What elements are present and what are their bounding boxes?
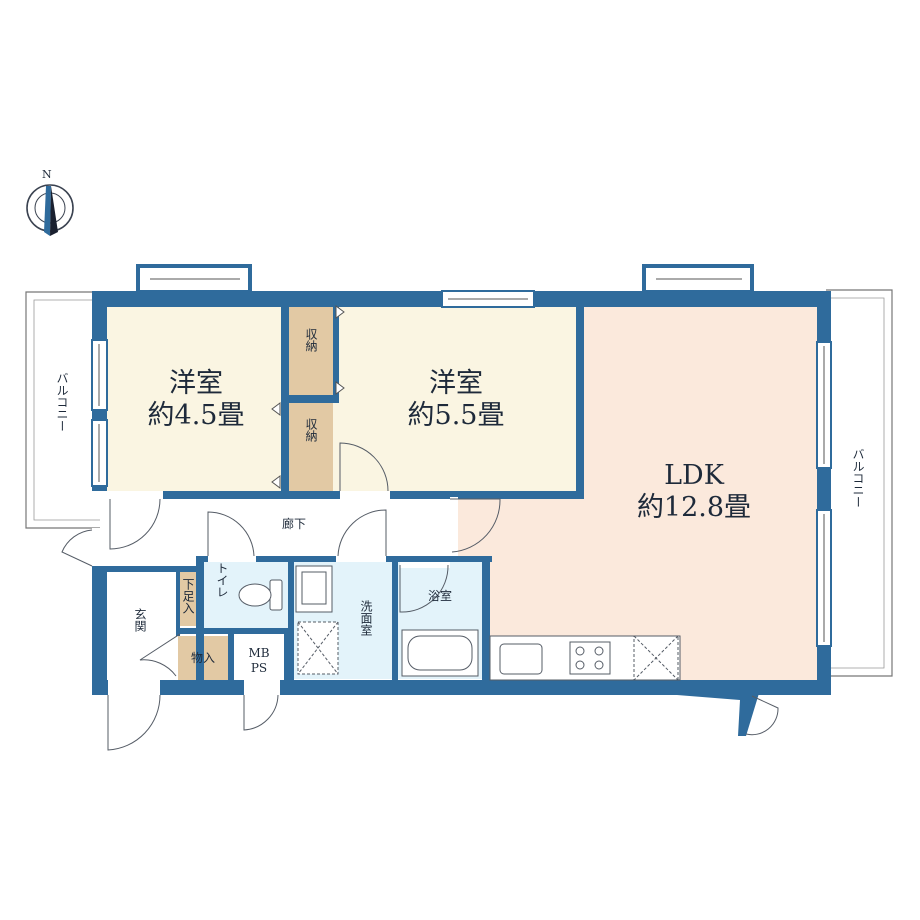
closet-2-floor bbox=[289, 403, 333, 491]
refrigerator-space-icon bbox=[633, 635, 679, 681]
western-room-1-floor bbox=[107, 307, 281, 491]
washroom-label: 洗面室 bbox=[359, 600, 373, 636]
stove-icon bbox=[569, 641, 611, 675]
compass-north-label: N bbox=[42, 168, 52, 181]
bathroom-label: 浴室 bbox=[428, 588, 452, 603]
closet-1-floor bbox=[289, 307, 333, 395]
balcony-right-label: バルコニー bbox=[851, 448, 865, 508]
closet-1-label: 収納 bbox=[304, 328, 318, 352]
ldk-floor bbox=[450, 307, 817, 686]
mbps-label-2: PS bbox=[251, 661, 267, 675]
toilet-fixture-icon bbox=[238, 579, 283, 611]
ldk-size: 約12.8畳 bbox=[637, 492, 751, 523]
kitchen-counter-icon bbox=[489, 635, 681, 681]
ldk-name: LDK bbox=[664, 460, 725, 491]
mbps-floor bbox=[234, 636, 284, 680]
mbps-label-1: MB bbox=[248, 646, 269, 660]
balcony-left-label: バルコニー bbox=[55, 372, 69, 432]
western-room-2-name: 洋室 bbox=[429, 368, 483, 399]
compass-icon: N bbox=[26, 168, 74, 236]
closet-2-label: 収納 bbox=[304, 418, 318, 442]
sink-icon bbox=[295, 565, 333, 613]
balcony-right bbox=[826, 289, 893, 677]
entrance-label: 玄関 bbox=[133, 607, 147, 632]
doors bbox=[61, 305, 779, 751]
toilet-label: トイレ bbox=[215, 562, 229, 598]
washing-machine-area-icon bbox=[297, 621, 339, 675]
hallway-label: 廊下 bbox=[282, 516, 306, 531]
western-room-1-size: 約4.5畳 bbox=[148, 400, 245, 431]
shoe-storage-floor bbox=[178, 572, 198, 626]
shoe-storage-label: 下足入 bbox=[181, 578, 195, 614]
hallway-floor bbox=[107, 499, 450, 556]
western-room-1-name: 洋室 bbox=[169, 368, 223, 399]
balcony-left bbox=[25, 291, 100, 529]
bathtub-icon bbox=[401, 629, 479, 677]
western-room-2-size: 約5.5畳 bbox=[408, 400, 505, 431]
storage-label: 物入 bbox=[191, 651, 215, 665]
windows bbox=[91, 264, 832, 647]
western-room-2-floor bbox=[333, 307, 576, 491]
